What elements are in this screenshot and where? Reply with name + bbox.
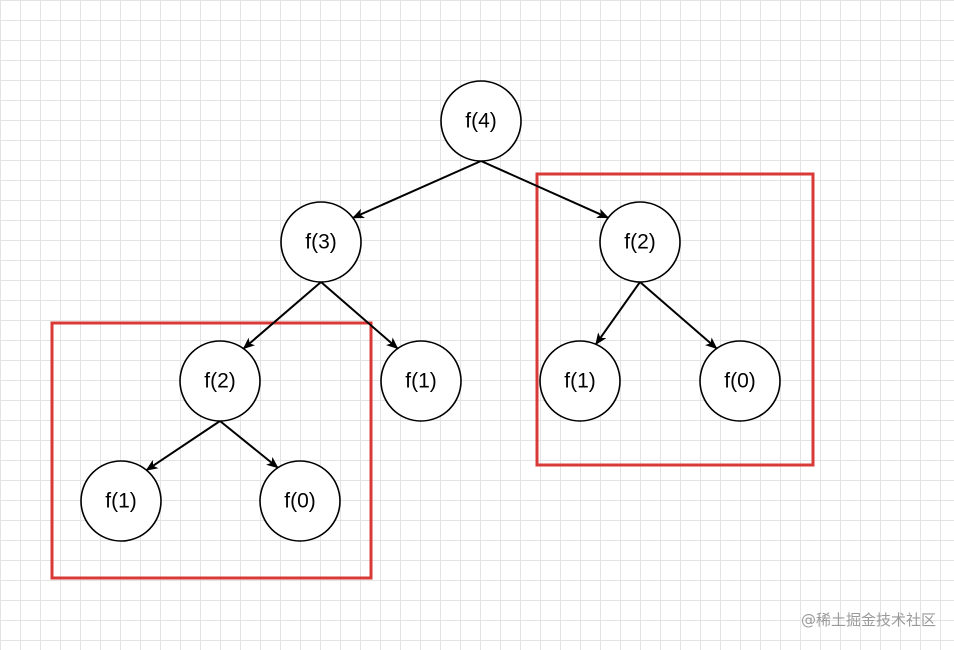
tree-node-f2-right: f(2) xyxy=(599,201,681,283)
edge-f2-left-to-f0-left xyxy=(219,420,279,469)
edge-f2-right-to-f1-right xyxy=(595,281,641,346)
node-label: f(4) xyxy=(465,110,497,133)
tree-node-f3: f(3) xyxy=(280,201,362,283)
node-label: f(1) xyxy=(105,490,137,513)
edge-f3-to-f1-mid xyxy=(320,281,399,350)
node-label: f(1) xyxy=(564,370,596,393)
tree-node-f1-left: f(1) xyxy=(80,460,162,542)
node-label: f(1) xyxy=(405,370,437,393)
edge-f2-left-to-f1-left xyxy=(145,420,221,471)
node-label: f(2) xyxy=(204,370,236,393)
edge-f4-to-f2-right xyxy=(480,160,610,219)
tree-node-f0-right: f(0) xyxy=(699,340,781,422)
tree-node-f1-mid: f(1) xyxy=(380,340,462,422)
edge-f2-right-to-f0-right xyxy=(639,281,718,350)
node-label: f(3) xyxy=(305,231,337,254)
watermark: @稀土掘金技术社区 xyxy=(800,611,936,629)
highlight-box-right xyxy=(535,172,815,467)
tree-node-f0-left: f(0) xyxy=(259,460,341,542)
highlight-box-left xyxy=(50,321,373,580)
tree-node-f1-right: f(1) xyxy=(539,340,621,422)
edge-f4-to-f3 xyxy=(351,160,482,219)
node-label: f(2) xyxy=(624,231,656,254)
edge-f3-to-f2-left xyxy=(242,281,322,350)
tree-node-f2-left: f(2) xyxy=(179,340,261,422)
tree-node-f4: f(4) xyxy=(440,80,522,162)
node-label: f(0) xyxy=(724,370,756,393)
node-label: f(0) xyxy=(284,490,316,513)
